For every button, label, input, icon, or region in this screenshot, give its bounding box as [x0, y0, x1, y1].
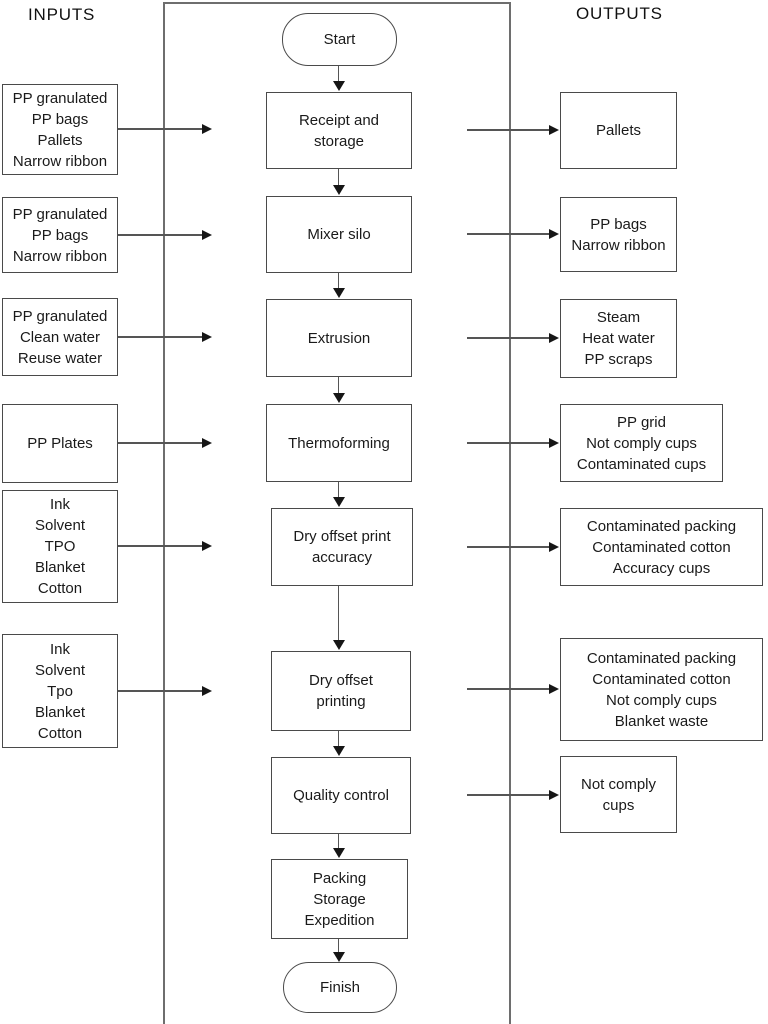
- arrowhead-right-icon: [549, 333, 559, 343]
- arrowhead-right-icon: [202, 124, 212, 134]
- input-arrow-3: [118, 331, 212, 343]
- process-box-extrusion: Extrusion: [266, 299, 412, 377]
- output-label: Not comply cups: [580, 775, 657, 814]
- flow-arrow-print-accuracy-to-printing: [332, 586, 345, 650]
- input-box-6: Ink Solvent Tpo Blanket Cotton: [2, 634, 118, 748]
- arrowhead-right-icon: [202, 541, 212, 551]
- flow-arrow-receipt-to-mixer: [332, 169, 345, 195]
- input-arrow-1: [118, 123, 212, 135]
- arrowhead-down-icon: [332, 746, 345, 756]
- arrowhead-down-icon: [332, 640, 345, 650]
- output-label: PP bags Narrow ribbon: [571, 215, 666, 254]
- input-arrow-2: [118, 229, 212, 241]
- flow-arrow-thermoforming-to-print-accuracy: [332, 482, 345, 507]
- output-box-6: Contaminated packing Contaminated cotton…: [560, 638, 763, 741]
- input-box-1: PP granulated PP bags Pallets Narrow rib…: [2, 84, 118, 175]
- output-label: Contaminated packing Contaminated cotton…: [586, 649, 737, 730]
- output-arrow-7: [467, 789, 559, 801]
- arrowhead-down-icon: [332, 952, 345, 962]
- output-label: PP grid Not comply cups Contaminated cup…: [576, 413, 707, 473]
- arrowhead-right-icon: [549, 438, 559, 448]
- arrowhead-right-icon: [549, 125, 559, 135]
- input-arrow-5: [118, 540, 212, 552]
- input-label: Ink Solvent TPO Blanket Cotton: [34, 496, 86, 597]
- process-label: Packing Storage Expedition: [304, 869, 375, 929]
- flow-arrow-quality-control-to-packing: [332, 834, 345, 858]
- arrowhead-right-icon: [202, 438, 212, 448]
- process-column-frame: [163, 2, 511, 1024]
- output-box-7: Not comply cups: [560, 756, 677, 833]
- input-arrow-6: [118, 685, 212, 697]
- arrowhead-right-icon: [549, 542, 559, 552]
- flow-arrow-packing-to-finish: [332, 939, 345, 962]
- output-arrow-5: [467, 541, 559, 553]
- input-box-4: PP Plates: [2, 404, 118, 483]
- input-box-2: PP granulated PP bags Narrow ribbon: [2, 197, 118, 273]
- input-label: PP granulated PP bags Narrow ribbon: [12, 205, 108, 265]
- output-arrow-4: [467, 437, 559, 449]
- input-arrow-4: [118, 437, 212, 449]
- process-label: Quality control: [293, 787, 389, 804]
- input-label: Ink Solvent Tpo Blanket Cotton: [34, 640, 86, 742]
- start-terminal: Start: [282, 13, 397, 66]
- process-label: Extrusion: [307, 329, 371, 347]
- finish-terminal: Finish: [283, 962, 397, 1013]
- arrowhead-right-icon: [202, 230, 212, 240]
- output-label: Steam Heat water PP scraps: [582, 309, 655, 368]
- process-label: Receipt and storage: [298, 111, 380, 150]
- input-label: PP granulated Clean water Reuse water: [12, 307, 108, 367]
- process-box-thermoforming: Thermoforming: [266, 404, 412, 482]
- process-box-mixer-silo: Mixer silo: [266, 196, 412, 273]
- arrowhead-down-icon: [332, 848, 345, 858]
- finish-label: Finish: [319, 979, 360, 996]
- arrowhead-right-icon: [202, 332, 212, 342]
- output-arrow-2: [467, 228, 559, 240]
- process-box-dry-offset-print-accuracy: Dry offset print accuracy: [271, 508, 413, 586]
- process-box-dry-offset-printing: Dry offset printing: [271, 651, 411, 731]
- input-label: PP Plates: [27, 435, 93, 452]
- arrowhead-right-icon: [549, 684, 559, 694]
- output-arrow-6: [467, 683, 559, 695]
- output-box-5: Contaminated packing Contaminated cotton…: [560, 508, 763, 586]
- input-box-3: PP granulated Clean water Reuse water: [2, 298, 118, 376]
- output-label: Pallets: [595, 122, 642, 139]
- flow-arrow-printing-to-quality-control: [332, 731, 345, 756]
- flow-arrow-start-to-receipt: [332, 66, 345, 91]
- arrowhead-right-icon: [549, 790, 559, 800]
- output-label: Contaminated packing Contaminated cotton…: [586, 517, 737, 577]
- arrowhead-down-icon: [332, 81, 345, 91]
- arrowhead-down-icon: [332, 497, 345, 507]
- process-label: Dry offset print accuracy: [293, 528, 391, 566]
- output-arrow-1: [467, 124, 559, 136]
- inputs-header: INPUTS: [28, 5, 96, 24]
- process-label: Mixer silo: [307, 226, 371, 243]
- output-box-1: Pallets: [560, 92, 677, 169]
- output-box-3: Steam Heat water PP scraps: [560, 299, 677, 378]
- arrowhead-right-icon: [202, 686, 212, 696]
- flow-arrow-mixer-to-extrusion: [332, 273, 345, 298]
- arrowhead-down-icon: [332, 288, 345, 298]
- output-box-4: PP grid Not comply cups Contaminated cup…: [560, 404, 723, 482]
- arrowhead-right-icon: [549, 229, 559, 239]
- flow-arrow-extrusion-to-thermoforming: [332, 377, 345, 403]
- arrowhead-down-icon: [332, 393, 345, 403]
- outputs-header: OUTPUTS: [576, 4, 663, 23]
- process-label: Thermoforming: [288, 434, 390, 452]
- output-arrow-3: [467, 332, 559, 344]
- process-box-packing-storage-expedition: Packing Storage Expedition: [271, 859, 408, 939]
- arrowhead-down-icon: [332, 185, 345, 195]
- process-label: Dry offset printing: [309, 672, 373, 710]
- process-box-receipt-and-storage: Receipt and storage: [266, 92, 412, 169]
- start-label: Start: [323, 31, 356, 48]
- process-box-quality-control: Quality control: [271, 757, 411, 834]
- input-box-5: Ink Solvent TPO Blanket Cotton: [2, 490, 118, 603]
- output-box-2: PP bags Narrow ribbon: [560, 197, 677, 272]
- input-label: PP granulated PP bags Pallets Narrow rib…: [12, 89, 108, 170]
